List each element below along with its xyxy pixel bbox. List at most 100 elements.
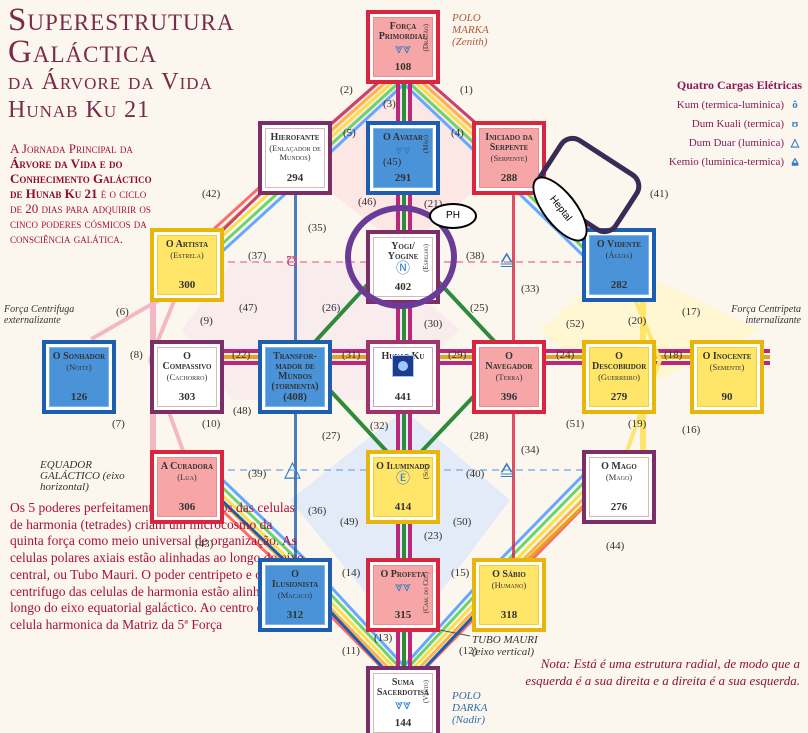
node-vidente: O Vidente(Águia)282 <box>582 228 656 302</box>
node-forca: Força Primordial⩔⩔(Dragão)108 <box>366 10 440 84</box>
node-title: O Sonhador <box>52 351 106 362</box>
node-subtitle: (Cachorro) <box>166 372 208 382</box>
intro-p5: é o ciclo de 20 dias para adquirir os ci… <box>10 186 151 246</box>
node-title: O Compassivo <box>162 351 212 372</box>
node-number: 276 <box>610 501 628 513</box>
ph-annotation: PH <box>429 203 477 229</box>
connection-number-label: (14) <box>342 567 361 579</box>
connection-number-label: (25) <box>470 302 489 314</box>
node-descobridor: O Descobridor(Guerreiro)279 <box>582 340 656 414</box>
node-subtitle: (Humano) <box>491 580 527 590</box>
connection-number-label: (16) <box>682 424 701 436</box>
node-number: 414 <box>394 501 412 513</box>
connection-number-label: (6) <box>116 306 129 318</box>
node-subtitle: (Lua) <box>177 472 197 482</box>
node-inner: O Sonhador(Noite)126 <box>49 347 109 407</box>
connection-number-label: (36) <box>308 505 327 517</box>
connection-number-label: (50) <box>453 516 472 528</box>
connection-number-label: (37) <box>248 250 267 262</box>
connection-number-label: (52) <box>566 318 585 330</box>
legend-item: Dum Duar (luminica)△ <box>612 134 802 153</box>
node-side-label: (Sol) <box>422 464 430 480</box>
right-force-label: Força Centripeta internalizante <box>731 304 801 326</box>
connection-number-label: (32) <box>370 420 389 432</box>
node-title: O Artista <box>165 239 209 250</box>
connection-number-label: (10) <box>202 418 221 430</box>
node-inner: O Ilusionista(Macaco)312 <box>265 565 325 625</box>
hunab-ku-icon <box>392 355 414 377</box>
connection-number-label: (47) <box>239 302 258 314</box>
main-title: Superestrutura Galáctica da Árvore da Vi… <box>8 4 235 124</box>
node-inner: O Avatar⩔⩔(Mão)291 <box>373 128 433 188</box>
connection-number-label: (42) <box>202 188 221 200</box>
node-subtitle: (Enlaçador de Mundos) <box>269 143 321 162</box>
node-avatar: O Avatar⩔⩔(Mão)291 <box>366 121 440 195</box>
connection-number-label: (31) <box>342 349 361 361</box>
node-number: 108 <box>394 61 412 73</box>
note-text: Nota: Está é uma estrutura radial, de mo… <box>525 656 800 688</box>
connection-number-label: (43) <box>195 538 214 550</box>
legend-item-label: Kum (termica-luminica) <box>676 99 784 111</box>
connection-number-label: (23) <box>424 530 443 542</box>
node-inner: Iniciado da Serpente(Serpente) 288 <box>479 128 539 188</box>
connection-number-label: (51) <box>566 418 585 430</box>
kum-icon: ô <box>792 99 798 111</box>
node-number: 90 <box>721 391 733 403</box>
legend-item-label: Kemio (luminica-termica) <box>668 156 784 168</box>
title-line-4: Hunab Ku 21 <box>8 97 151 123</box>
charge-legend: Quatro Cargas Elétricas Kum (termica-lum… <box>612 78 802 172</box>
connection-number-label: (26) <box>322 302 341 314</box>
node-side-label: (Mão) <box>422 135 430 154</box>
node-hunab: Hunab Ku 21441 <box>366 340 440 414</box>
connection-number-label: (44) <box>606 540 625 552</box>
node-title: O Avatar <box>383 132 423 143</box>
node-inner: O Sábio(Humano)318 <box>479 565 539 625</box>
node-sonhador: O Sonhador(Noite)126 <box>42 340 116 414</box>
connection-number-label: (7) <box>112 418 125 430</box>
intro-p1: A Jornada Principal da <box>10 141 133 156</box>
node-number: 396 <box>500 391 518 403</box>
node-profeta: O Profeta⩔⩔(Cam. do Céu)315 <box>366 558 440 632</box>
node-inner: Hierofante(Enlaçador de Mundos)294 <box>265 128 325 188</box>
connection-number-label: (5) <box>343 127 356 139</box>
node-title: Hierofante <box>270 132 320 143</box>
connection-number-label: (27) <box>322 430 341 442</box>
node-number: 279 <box>610 391 628 403</box>
node-title: Iniciado da Serpente <box>485 132 533 153</box>
node-glyph-icon: ⩔⩔ <box>395 143 411 158</box>
node-inner: O Inocente(Semente)90 <box>697 347 757 407</box>
node-subtitle: (Serpente) <box>490 153 528 163</box>
connection-number-label: (40) <box>466 468 485 480</box>
node-glyph-icon: ⩔⩔ <box>395 42 411 57</box>
connection-number-label: (46) <box>358 196 377 208</box>
node-number: 288 <box>500 172 518 184</box>
node-subtitle: (Macaco) <box>277 590 313 600</box>
node-compassivo: O Compassivo(Cachorro)303 <box>150 340 224 414</box>
node-inner: O Descobridor(Guerreiro)279 <box>589 347 649 407</box>
legend-item: Kum (termica-luminica) ô <box>612 96 802 115</box>
node-hierofante: Hierofante(Enlaçador de Mundos)294 <box>258 121 332 195</box>
node-glyph-icon: Ⓔ <box>396 472 410 487</box>
node-number: 318 <box>500 609 518 621</box>
node-number: 315 <box>394 609 412 621</box>
intro-p4: de Hunab Ku 21 <box>10 186 98 201</box>
connection-number-label: (2) <box>340 84 353 96</box>
node-inner: O Artista(Estrela)300 <box>157 235 217 295</box>
node-title: Suma Sacerdotisa <box>376 677 430 698</box>
node-inner: O Mago(Mago) 276 <box>589 457 649 517</box>
title-line-2: Galáctica <box>8 34 158 70</box>
node-inner: O Navegador(Terra)396 <box>479 347 539 407</box>
connection-number-label: (33) <box>521 283 540 295</box>
node-title: O Descobridor <box>592 351 647 372</box>
node-number: (408) <box>283 391 307 403</box>
node-title: O Mago <box>601 461 637 472</box>
dum-kuali-icon: ʊ <box>791 118 799 130</box>
node-subtitle: (Águia) <box>605 250 633 260</box>
node-number: 144 <box>394 717 412 729</box>
node-number: 300 <box>178 279 196 291</box>
node-inner: O Vidente(Águia)282 <box>589 235 649 295</box>
connection-number-label: (41) <box>650 188 669 200</box>
node-subtitle: (Mago) <box>605 472 633 482</box>
node-iniciado: Iniciado da Serpente(Serpente) 288 <box>472 121 546 195</box>
